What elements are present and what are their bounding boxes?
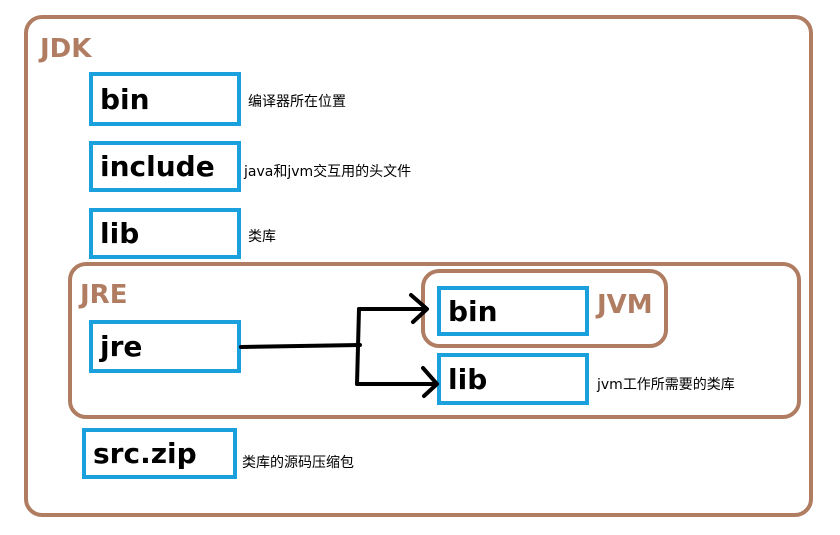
jdk-group: [24, 15, 813, 517]
branch-vertical-line: [355, 307, 361, 386]
jre-connector-line: [239, 343, 362, 349]
jre-lib-box: lib: [437, 353, 589, 405]
jre-label: JRE: [80, 280, 128, 310]
src-zip-box: src.zip: [82, 428, 237, 479]
bin-box: bin: [89, 72, 241, 126]
jre-box: jre: [89, 320, 241, 373]
jvm-bin-box: bin: [437, 286, 589, 336]
src-zip-note: 类库的源码压缩包: [242, 455, 354, 471]
jdk-label: JDK: [40, 34, 92, 64]
lib-box: lib: [89, 208, 241, 259]
jvm-label: JVM: [597, 290, 653, 320]
jre-lib-note: jvm工作所需要的类库: [597, 377, 735, 393]
jre-group: [68, 262, 801, 419]
bin-note: 编译器所在位置: [248, 94, 346, 110]
arrow-to-bin-head: [409, 293, 429, 324]
include-note: java和jvm交互用的头文件: [244, 164, 412, 180]
arrow-to-lib-head: [421, 366, 439, 398]
include-box: include: [89, 141, 241, 192]
lib-note: 类库: [248, 229, 276, 245]
